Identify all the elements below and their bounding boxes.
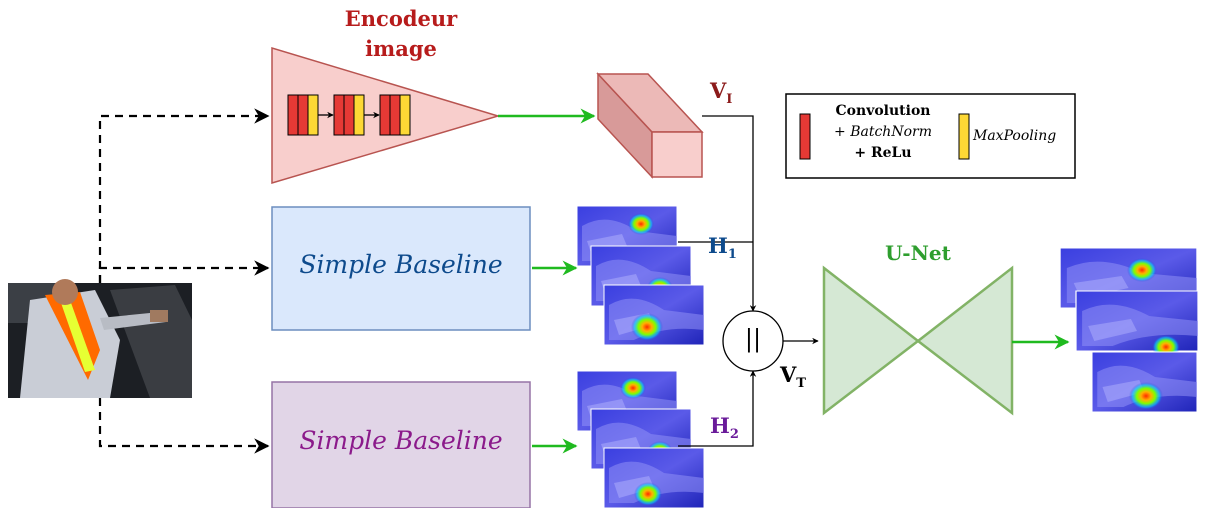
label-vi-main: V	[710, 78, 727, 103]
legend-pool-swatch	[958, 113, 970, 160]
encoder-title: Encodeur image	[318, 4, 484, 64]
output-heatmap-stack	[1059, 247, 1199, 413]
heatmap-stack-h1	[576, 205, 705, 346]
label-h2: H2	[710, 413, 739, 442]
legend-maxpool-text: MaxPooling	[973, 128, 1057, 144]
legend-conv-line2: + BatchNorm	[816, 122, 950, 143]
concat-symbol: ||	[744, 325, 762, 353]
label-vt: VT	[780, 362, 806, 391]
vi-connector	[702, 115, 757, 312]
simple-baseline-bottom-box	[271, 381, 531, 508]
simple-baseline-top-box	[271, 206, 531, 331]
legend-conv-swatch	[799, 113, 811, 160]
legend-conv-text: Convolution + BatchNorm + ReLu	[816, 101, 950, 164]
input-dashed-arrows	[98, 108, 270, 454]
feature-volume	[596, 72, 704, 179]
label-h1: H1	[708, 233, 737, 262]
legend-conv-line3: + ReLu	[854, 145, 912, 161]
heatmap-stack-h2	[576, 370, 705, 508]
h2-connector	[678, 370, 757, 447]
label-vt-main: V	[780, 362, 797, 387]
label-h2-sub: 2	[729, 427, 739, 443]
encoder-title-line2: image	[365, 36, 437, 61]
simple-baseline-bottom-label: Simple Baseline	[299, 426, 503, 455]
encoder-title-line1: Encodeur	[344, 6, 458, 31]
input-photo	[8, 279, 192, 398]
simple-baseline-top-label: Simple Baseline	[299, 250, 503, 279]
legend-conv-line2-italic: BatchNorm	[850, 124, 932, 140]
unet-shape	[822, 265, 1014, 416]
unet-title: U-Net	[885, 241, 951, 265]
label-h1-main: H	[708, 233, 728, 258]
legend-box	[785, 93, 1076, 179]
encoder-blocks	[287, 94, 411, 136]
label-vi: VI	[710, 78, 732, 107]
label-h2-main: H	[710, 413, 730, 438]
label-h1-sub: 1	[727, 247, 737, 263]
legend-conv-line1: Convolution	[835, 103, 931, 119]
label-vi-sub: I	[726, 92, 733, 108]
legend-conv-line2-prefix: +	[834, 124, 851, 140]
label-vt-sub: T	[796, 376, 806, 392]
